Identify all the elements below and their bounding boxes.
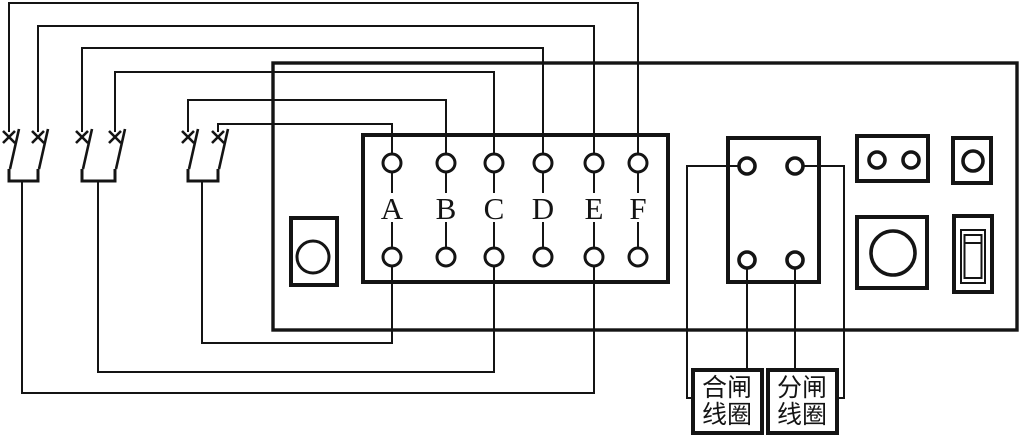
switch-pair-3-bracket: [186, 169, 220, 183]
meter-box-outline: [289, 216, 339, 287]
relay-box-outline: [726, 136, 821, 284]
rocker-frame: [960, 229, 986, 284]
terminal-d-label: D: [532, 191, 554, 226]
terminal-c-bottom: [483, 246, 505, 268]
feeder-wire-to-b: [187, 99, 447, 154]
knife-switch-3: [75, 128, 94, 170]
knife-switch-5: [181, 128, 200, 170]
terminal-d-bottom: [532, 246, 554, 268]
switch-blade: [114, 128, 127, 170]
opening-coil-label-line1: 分闸: [777, 373, 827, 402]
switch-blade: [37, 128, 50, 170]
knife-switch-pair-3: [181, 128, 230, 183]
feeder-wire-to-e: [37, 25, 595, 154]
knife-switch-pair-1: [2, 128, 50, 183]
closing-coil-outline: [691, 368, 764, 435]
return-wire-pair3-to-a: [201, 181, 393, 344]
coil-wires: [686, 165, 845, 399]
terminal-board-outline: [361, 133, 670, 284]
switch-blade: [81, 128, 94, 170]
feeder-wire-to-a: [217, 123, 393, 154]
push-button-box: [855, 215, 929, 290]
terminal-column-e: E: [583, 152, 605, 268]
rocker-lever: [963, 234, 983, 279]
incoming-feeder-wires: [8, 2, 639, 154]
knife-switch-pair-2: [75, 128, 127, 183]
push-button-outline: [855, 215, 929, 290]
terminal-b-bottom: [435, 246, 457, 268]
switch-contact-x-icon: [2, 130, 16, 144]
switch-blade: [8, 128, 21, 170]
opening-coil-label-line2: 线圈: [777, 400, 827, 429]
switch-contact-x-icon: [108, 130, 122, 144]
terminal-c-label: C: [484, 191, 505, 226]
rocker-switch-box: [952, 214, 994, 294]
meter-dial-circle: [295, 239, 331, 275]
switch-contact-x-icon: [75, 130, 89, 144]
terminal-f-label: F: [629, 191, 646, 226]
twin-socket-box: [855, 134, 930, 183]
opening-coil-box: 分闸 线圈: [766, 368, 839, 435]
lamp-circle: [961, 149, 985, 173]
feeder-wire-to-f: [8, 2, 639, 154]
terminal-column-f: F: [627, 152, 649, 268]
switch-blade: [187, 128, 200, 170]
socket-hole-left: [867, 150, 887, 170]
round-meter-box: [289, 216, 339, 287]
knife-switch-6: [211, 128, 230, 170]
push-button-circle: [869, 229, 917, 277]
terminal-b-label: B: [436, 191, 457, 226]
wire-topleft-to-closing-coil: [686, 165, 739, 399]
terminal-column-a: A: [381, 152, 404, 268]
feeder-wire-to-d: [81, 47, 544, 154]
lamp-outline: [951, 136, 993, 185]
socket-hole-right: [901, 150, 921, 170]
feeder-wire-to-c: [114, 71, 495, 154]
return-wire-pair2-to-c: [97, 181, 495, 373]
switch-contact-x-icon: [211, 130, 225, 144]
terminal-board: A B C D E F: [361, 133, 670, 284]
terminal-e-bottom: [583, 246, 605, 268]
terminal-a-label: A: [381, 191, 404, 226]
terminal-f-bottom: [627, 246, 649, 268]
closing-coil-label-line2: 线圈: [702, 400, 752, 429]
terminal-column-b: B: [435, 152, 457, 268]
control-panel-outline: [271, 61, 1019, 332]
closing-coil-label-line1: 合闸: [702, 373, 752, 402]
wire-topright-to-opening-coil: [803, 165, 845, 399]
knife-switch-2: [31, 128, 50, 170]
terminal-a-bottom: [381, 246, 403, 268]
rocker-outline: [952, 214, 994, 294]
socket-outline: [855, 134, 930, 183]
terminal-e-label: E: [585, 191, 604, 226]
switch-contact-x-icon: [181, 130, 195, 144]
switch-contact-x-icon: [31, 130, 45, 144]
terminal-column-c: C: [483, 152, 505, 268]
opening-coil-outline: [766, 368, 839, 435]
closing-coil-box: 合闸 线圈: [691, 368, 764, 435]
indicator-lamp-box: [951, 136, 993, 185]
switch-blade: [217, 128, 230, 170]
knife-switch-1: [2, 128, 21, 170]
terminal-column-d: D: [532, 152, 554, 268]
switch-pair-1-bracket: [7, 169, 40, 183]
switch-pair-2-bracket: [80, 169, 117, 183]
knife-switch-4: [108, 128, 127, 170]
